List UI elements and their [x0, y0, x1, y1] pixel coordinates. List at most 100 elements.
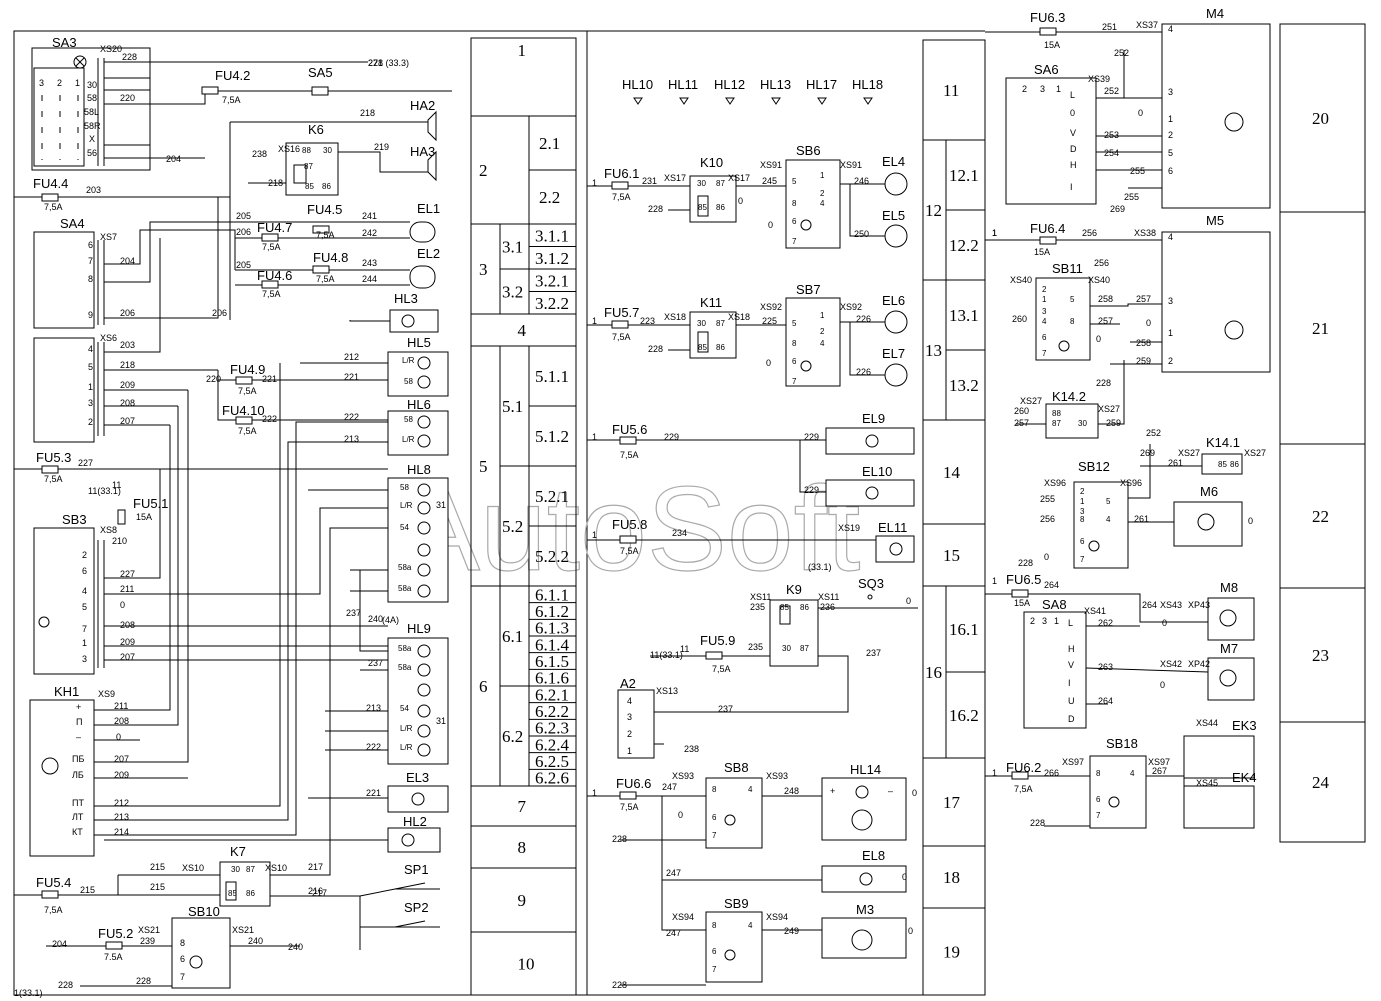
wire-number: 217: [308, 862, 323, 872]
svg-text:V: V: [1068, 660, 1074, 670]
zone-main: 21: [1312, 319, 1329, 338]
sb9-switch: SB9 XS94 XS94 8 4 6 7: [672, 896, 788, 983]
svg-text:1: 1: [75, 78, 80, 88]
svg-text:86: 86: [322, 182, 331, 191]
zone-main: 23: [1312, 646, 1329, 665]
zone-cell: 12.1: [949, 166, 979, 185]
svg-text:SB6: SB6: [796, 143, 821, 158]
k11-relay: K11 XS18 XS18 30 87 85 86: [664, 295, 750, 359]
wire-number: 229: [804, 485, 819, 495]
right-fuses: FU6.3 FU6.4 FU6.5 FU6.2: [1006, 10, 1065, 780]
svg-text:–: –: [76, 732, 81, 742]
svg-text:H: H: [1070, 160, 1077, 170]
wire-number: 1: [992, 228, 997, 238]
wire-number: 211: [120, 584, 134, 594]
wire-number: 255: [1040, 494, 1055, 504]
sa4-switch: SA4 XS7 6 7 8 9: [33, 216, 117, 329]
svg-text:K7: K7: [230, 844, 246, 859]
zone-cell: 12.2: [949, 236, 979, 255]
svg-text:4: 4: [1130, 769, 1135, 778]
svg-text:L/R: L/R: [402, 435, 415, 444]
sb8-switch: SB8 XS93 XS93 8 4 6 7: [672, 760, 788, 849]
wire-number: 237: [368, 658, 383, 668]
svg-text:XS27: XS27: [1244, 448, 1266, 458]
svg-text:88: 88: [1052, 409, 1061, 418]
svg-text:8: 8: [1070, 317, 1075, 326]
fuse-rating: 7,5A: [262, 242, 281, 252]
hl9-indicator: HL9 58a 58a 54 L/R L/R 31: [387, 621, 449, 765]
wire-number: 238: [252, 149, 267, 159]
svg-text:ЛТ: ЛТ: [72, 812, 84, 822]
svg-text:EL3: EL3: [406, 770, 429, 785]
svg-text:6: 6: [1168, 166, 1173, 176]
svg-text:4: 4: [1106, 515, 1111, 524]
wire-number: 263: [1098, 662, 1113, 672]
svg-text:FU5.9: FU5.9: [700, 633, 735, 648]
svg-text:XS16: XS16: [278, 144, 300, 154]
wire-number: 257: [1014, 418, 1029, 428]
wire-number: 248: [784, 786, 799, 796]
svg-text:SA4: SA4: [60, 216, 85, 231]
indicator-label: HL11: [668, 77, 698, 92]
zone-cell: 13.1: [949, 306, 979, 325]
svg-text:XS37: XS37: [1136, 20, 1158, 30]
svg-text:L/R: L/R: [402, 356, 415, 365]
svg-text:56: 56: [87, 148, 97, 158]
zone-main: 5: [479, 457, 488, 476]
indicator-label: HL12: [714, 77, 745, 92]
wire-number: 0: [678, 810, 683, 820]
svg-text:4: 4: [748, 921, 753, 930]
svg-text:XS93: XS93: [672, 771, 694, 781]
svg-text:7: 7: [712, 831, 717, 840]
svg-text:58: 58: [404, 377, 413, 386]
wire-number: 228: [648, 204, 663, 214]
wire-number: 11: [112, 480, 121, 490]
svg-text:1: 1: [1054, 616, 1059, 626]
svg-text:D: D: [1068, 714, 1075, 724]
svg-text:1: 1: [627, 746, 632, 756]
svg-text:XS27: XS27: [1098, 404, 1120, 414]
svg-text:M3: M3: [856, 902, 874, 917]
svg-text:K14.2: K14.2: [1052, 389, 1086, 404]
wire-number: 215: [150, 882, 165, 892]
left-fuses: FU4.2 7,5A FU4.4 FU4.5 FU4.7 FU4.8 FU4.6…: [33, 68, 348, 950]
wire-number: 218: [268, 178, 283, 188]
wire-number: 260: [1012, 314, 1027, 324]
wire-number: 247: [662, 782, 677, 792]
wire-number: 269: [1110, 204, 1125, 214]
svg-text:8: 8: [792, 339, 797, 348]
sb10-switch: SB10 XS21 XS21 8 6 7: [138, 904, 254, 989]
k6-relay: K6 XS16 88 30 87 85 86: [278, 122, 339, 196]
fuse-rating: 15A: [1034, 247, 1050, 257]
svg-text:FU5.4: FU5.4: [36, 875, 71, 890]
wire-number: 235: [748, 642, 763, 652]
svg-text:П: П: [76, 717, 82, 727]
wire-number: 264: [1044, 580, 1059, 590]
zone-main: 12: [925, 201, 942, 220]
svg-text:SB8: SB8: [724, 760, 749, 775]
svg-text:2: 2: [1080, 487, 1085, 496]
svg-text:7,5A: 7,5A: [222, 95, 241, 105]
zone-cell: 6.2.6: [535, 769, 569, 788]
svg-text:XS10: XS10: [265, 863, 287, 873]
wire-number: 256: [1094, 258, 1109, 268]
zone-main: 9: [518, 891, 527, 910]
svg-text:KH1: KH1: [54, 684, 79, 699]
switch-xs6: XS6 4 5 1 3 2: [33, 333, 117, 443]
wire-number: 255: [1124, 192, 1139, 202]
wire-number: 237: [718, 704, 733, 714]
svg-text:XP43: XP43: [1188, 600, 1210, 610]
wire-number: 206: [212, 308, 227, 318]
m3-motor: M3: [821, 902, 907, 959]
wire-number: 213: [366, 703, 381, 713]
svg-text:2: 2: [627, 729, 632, 739]
svg-text:SA8: SA8: [1042, 597, 1067, 612]
svg-text:XP42: XP42: [1188, 659, 1210, 669]
svg-text:5: 5: [1106, 497, 1111, 506]
wire-number: 225: [762, 316, 777, 326]
indicator-icon: [679, 97, 689, 105]
svg-text:1: 1: [88, 382, 93, 392]
svg-text:58: 58: [87, 93, 97, 103]
svg-text:FU4.9: FU4.9: [230, 362, 265, 377]
wire-number: 203: [120, 340, 135, 350]
